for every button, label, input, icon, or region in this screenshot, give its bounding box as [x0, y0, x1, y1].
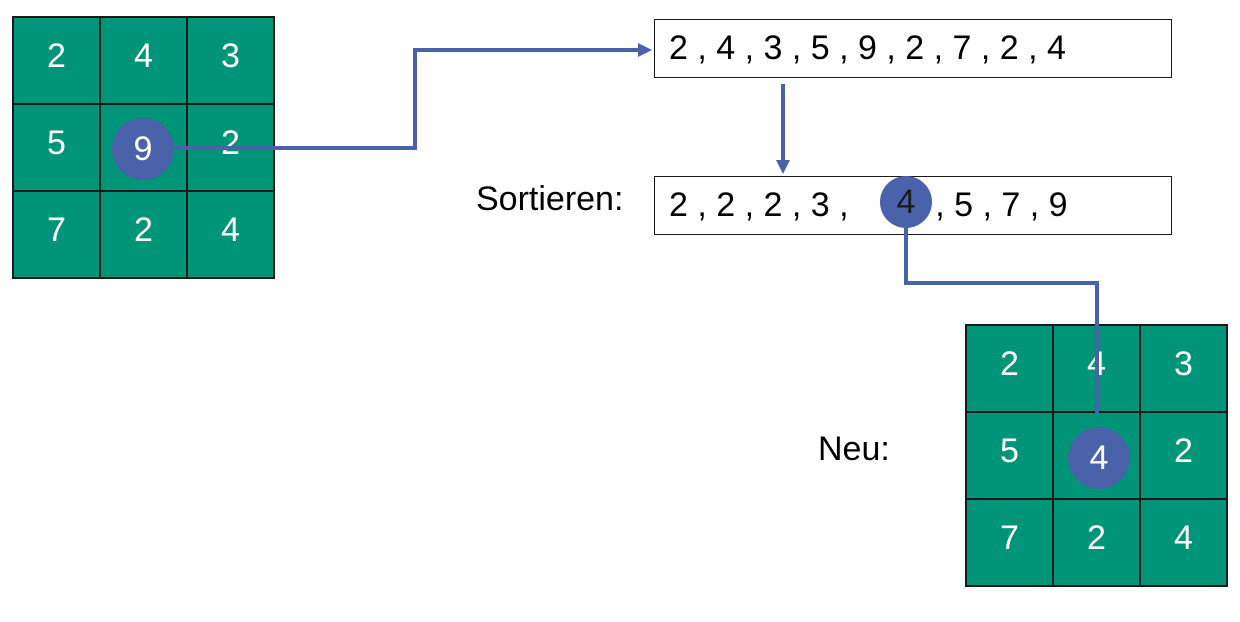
center-highlight-circle: 9 — [112, 118, 174, 180]
grid-cell: 4 — [100, 17, 187, 104]
grid-cell: 2 — [187, 104, 274, 191]
grid-cell: 3 — [187, 17, 274, 104]
grid-cell: 2 — [100, 191, 187, 278]
grid-cell: 5 — [13, 104, 100, 191]
grid-cell: 2 — [1053, 499, 1140, 586]
grid-cell: 3 — [1140, 325, 1227, 412]
new-label: Neu: — [818, 430, 890, 468]
grid-cell: 4 — [187, 191, 274, 278]
sorted-sequence-before: 2 , 2 , 2 , 3 , — [669, 186, 858, 224]
grid-cell: 2 — [13, 17, 100, 104]
input-sequence-box: 2 , 4 , 3 , 5 , 9 , 2 , 7 , 2 , 4 — [654, 19, 1172, 78]
grid-cell: 4 — [1053, 325, 1140, 412]
grid-cell: 5 — [966, 412, 1053, 499]
grid-cell: 2 — [1140, 412, 1227, 499]
arrow-head-to-sorted — [776, 160, 790, 174]
grid-cell: 7 — [13, 191, 100, 278]
new-center-circle: 4 — [1068, 427, 1130, 489]
arrow-head-to-sequence — [638, 43, 652, 57]
input-sequence-text: 2 , 4 , 3 , 5 , 9 , 2 , 7 , 2 , 4 — [669, 29, 1066, 67]
grid-cell: 4 — [1140, 499, 1227, 586]
sort-label: Sortieren: — [476, 180, 624, 218]
median-highlight-circle: 4 — [880, 176, 932, 228]
grid-cell: 7 — [966, 499, 1053, 586]
grid-cell: 2 — [966, 325, 1053, 412]
